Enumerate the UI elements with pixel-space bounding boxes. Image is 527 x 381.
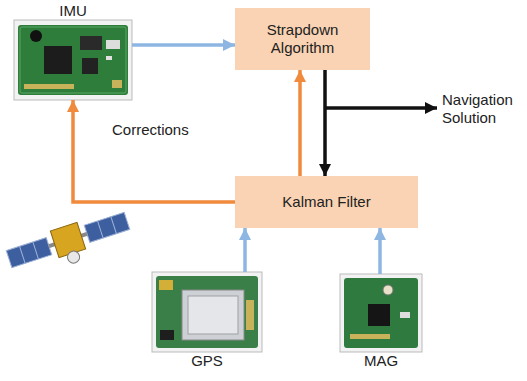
box-text: Kalman Filter — [282, 193, 370, 211]
pad — [112, 80, 122, 88]
box-text: Strapdown Algorithm — [245, 21, 360, 57]
panel-line — [20, 246, 26, 263]
pcb — [344, 278, 418, 348]
chip — [368, 304, 390, 326]
process-box: Kalman Filter — [235, 176, 418, 228]
satellite — [5, 208, 135, 282]
flow-arrow — [132, 43, 235, 47]
header-pins — [24, 84, 74, 89]
edge-label: Corrections — [112, 121, 189, 139]
photo-frame — [152, 272, 262, 352]
part-label: IMU — [59, 2, 87, 20]
chip — [44, 46, 72, 74]
gps-node: GPS — [152, 272, 262, 370]
panel-line — [111, 217, 117, 234]
satellite-body — [50, 222, 85, 257]
flow-arrow — [298, 70, 302, 176]
panel-line — [33, 242, 39, 259]
chip — [80, 36, 102, 50]
part-label: GPS — [191, 352, 223, 370]
solar-panel — [6, 238, 52, 268]
pads — [246, 300, 254, 330]
sensor — [30, 30, 42, 42]
component — [400, 312, 410, 318]
panel-line — [98, 221, 104, 238]
pcb — [18, 25, 128, 95]
output-label: Navigation Solution — [442, 91, 524, 127]
mag-board-photo — [340, 274, 422, 352]
component — [106, 56, 112, 60]
antenna-dish — [66, 250, 81, 265]
photo-frame — [14, 20, 132, 100]
antenna-connector — [159, 280, 173, 290]
mag-node: MAG — [340, 274, 422, 370]
solar-panel — [84, 212, 130, 242]
component — [383, 285, 393, 295]
pcb — [156, 276, 258, 348]
flow-arrow — [243, 228, 247, 272]
flow-arrow — [73, 100, 235, 202]
header-pins — [350, 334, 390, 339]
pcb-edge — [20, 27, 126, 93]
process-box: Strapdown Algorithm — [235, 8, 370, 70]
part-label: MAG — [364, 352, 398, 370]
output-arrow — [325, 106, 437, 110]
gps-board-photo — [152, 272, 262, 352]
component — [106, 40, 120, 49]
chip — [160, 330, 174, 340]
flow-arrow — [323, 70, 327, 176]
imu-board-photo — [14, 20, 132, 100]
imu-node: IMU — [14, 2, 132, 100]
chip — [82, 58, 98, 74]
photo-frame — [340, 274, 422, 352]
gps-module — [182, 290, 244, 340]
module-shield — [188, 296, 238, 334]
flow-arrow — [378, 228, 382, 274]
